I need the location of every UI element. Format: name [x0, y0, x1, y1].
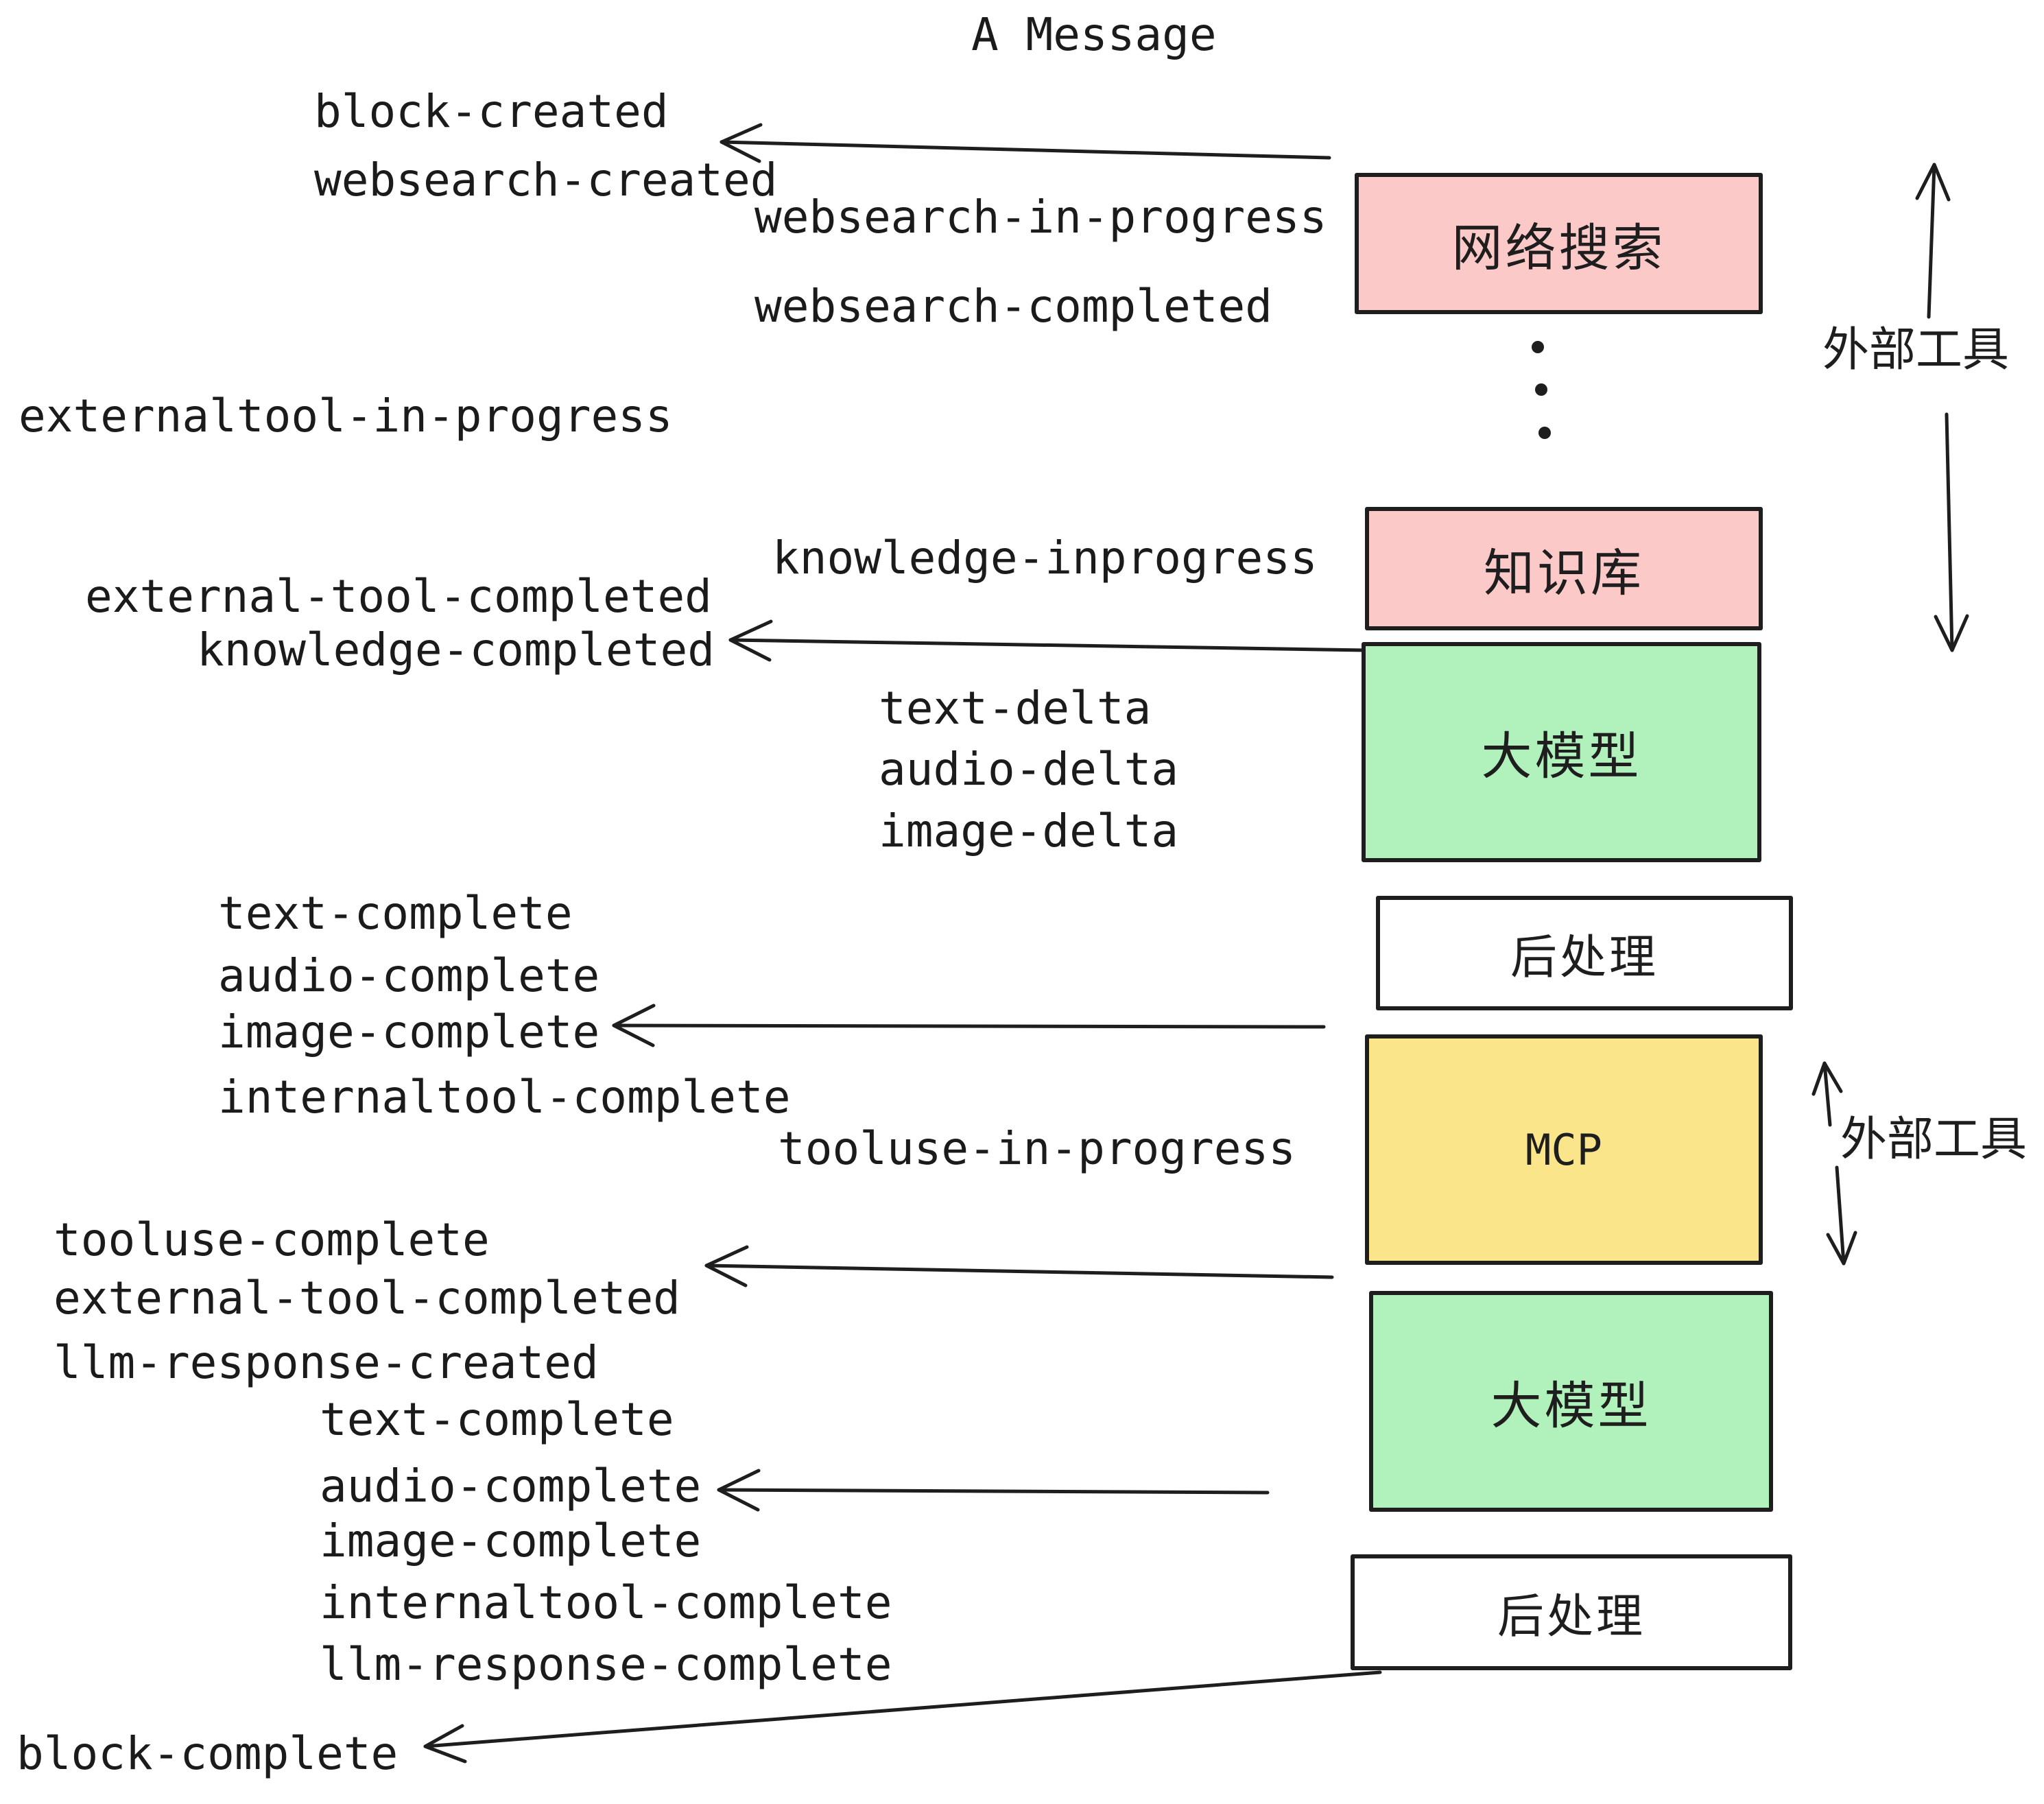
box-postprocess-2-label: 后处理 — [1497, 1590, 1645, 1644]
external-tools-top-down-arrow — [1934, 412, 1969, 652]
box-postprocess-1: 后处理 — [1376, 896, 1793, 1010]
box-mcp: MCP — [1365, 1034, 1763, 1265]
arrow-to-image-complete — [612, 1004, 1326, 1047]
event-text-complete-2: text-complete — [320, 1393, 674, 1446]
arrow-to-audio-complete — [717, 1469, 1270, 1512]
external-tools-top-up-arrow — [1915, 163, 1951, 319]
event-llm-response-complete: llm-response-complete — [320, 1638, 892, 1691]
event-image-delta-1: image-delta — [879, 805, 1179, 857]
ellipsis-dots — [1532, 341, 1551, 439]
box-websearch-label: 网络搜索 — [1451, 218, 1666, 278]
external-tools-mid-down-arrow — [1826, 1165, 1857, 1266]
event-block-complete: block-complete — [16, 1727, 399, 1780]
external-tools-mid-up-arrow — [1811, 1061, 1843, 1127]
event-text-complete-1: text-complete — [218, 887, 573, 940]
box-llm-1: 大模型 — [1362, 642, 1761, 862]
event-image-complete-1: image-complete — [218, 1006, 600, 1058]
event-websearch-created: websearch-created — [314, 154, 778, 206]
event-llm-response-created: llm-response-created — [54, 1336, 599, 1389]
event-externaltool-in-progress: externaltool-in-progress — [19, 390, 673, 442]
event-tooluse-in-progress: tooluse-in-progress — [778, 1122, 1296, 1175]
event-audio-delta-1: audio-delta — [879, 743, 1179, 796]
box-knowledge: 知识库 — [1365, 507, 1763, 630]
box-websearch: 网络搜索 — [1355, 173, 1763, 314]
event-text-delta-1: text-delta — [879, 682, 1152, 735]
event-external-tool-completed-2: external-tool-completed — [54, 1272, 680, 1325]
event-websearch-completed: websearch-completed — [754, 280, 1272, 333]
box-mcp-label: MCP — [1525, 1124, 1602, 1175]
event-websearch-in-progress: websearch-in-progress — [754, 191, 1327, 244]
event-audio-complete-2: audio-complete — [320, 1460, 702, 1512]
external-tools-top-label: 外部工具 — [1822, 323, 2010, 377]
event-knowledge-completed: knowledge-completed — [197, 624, 715, 676]
box-llm-2: 大模型 — [1369, 1291, 1773, 1512]
event-audio-complete-1: audio-complete — [218, 949, 600, 1002]
page-title: A Message — [971, 8, 1217, 61]
box-llm-2-label: 大模型 — [1490, 1376, 1652, 1436]
arrow-to-knowledge-completed — [728, 619, 1368, 662]
event-knowledge-inprogress: knowledge-inprogress — [772, 532, 1318, 584]
event-internaltool-complete-1: internaltool-complete — [218, 1071, 791, 1124]
event-block-created: block-created — [314, 85, 669, 138]
box-knowledge-label: 知识库 — [1484, 543, 1644, 603]
arrow-to-tooluse-complete — [704, 1245, 1334, 1287]
external-tools-mid-label: 外部工具 — [1840, 1113, 2028, 1167]
event-tooluse-complete: tooluse-complete — [54, 1213, 490, 1266]
box-postprocess-1-label: 后处理 — [1510, 931, 1659, 985]
box-postprocess-2: 后处理 — [1351, 1554, 1792, 1670]
box-llm-1-label: 大模型 — [1481, 727, 1642, 786]
arrow-to-block-created — [720, 123, 1331, 163]
event-image-complete-2: image-complete — [320, 1515, 702, 1567]
event-internaltool-complete-2: internaltool-complete — [320, 1576, 892, 1629]
event-external-tool-completed: external-tool-completed — [85, 570, 712, 623]
arrow-to-block-complete — [423, 1670, 1382, 1764]
